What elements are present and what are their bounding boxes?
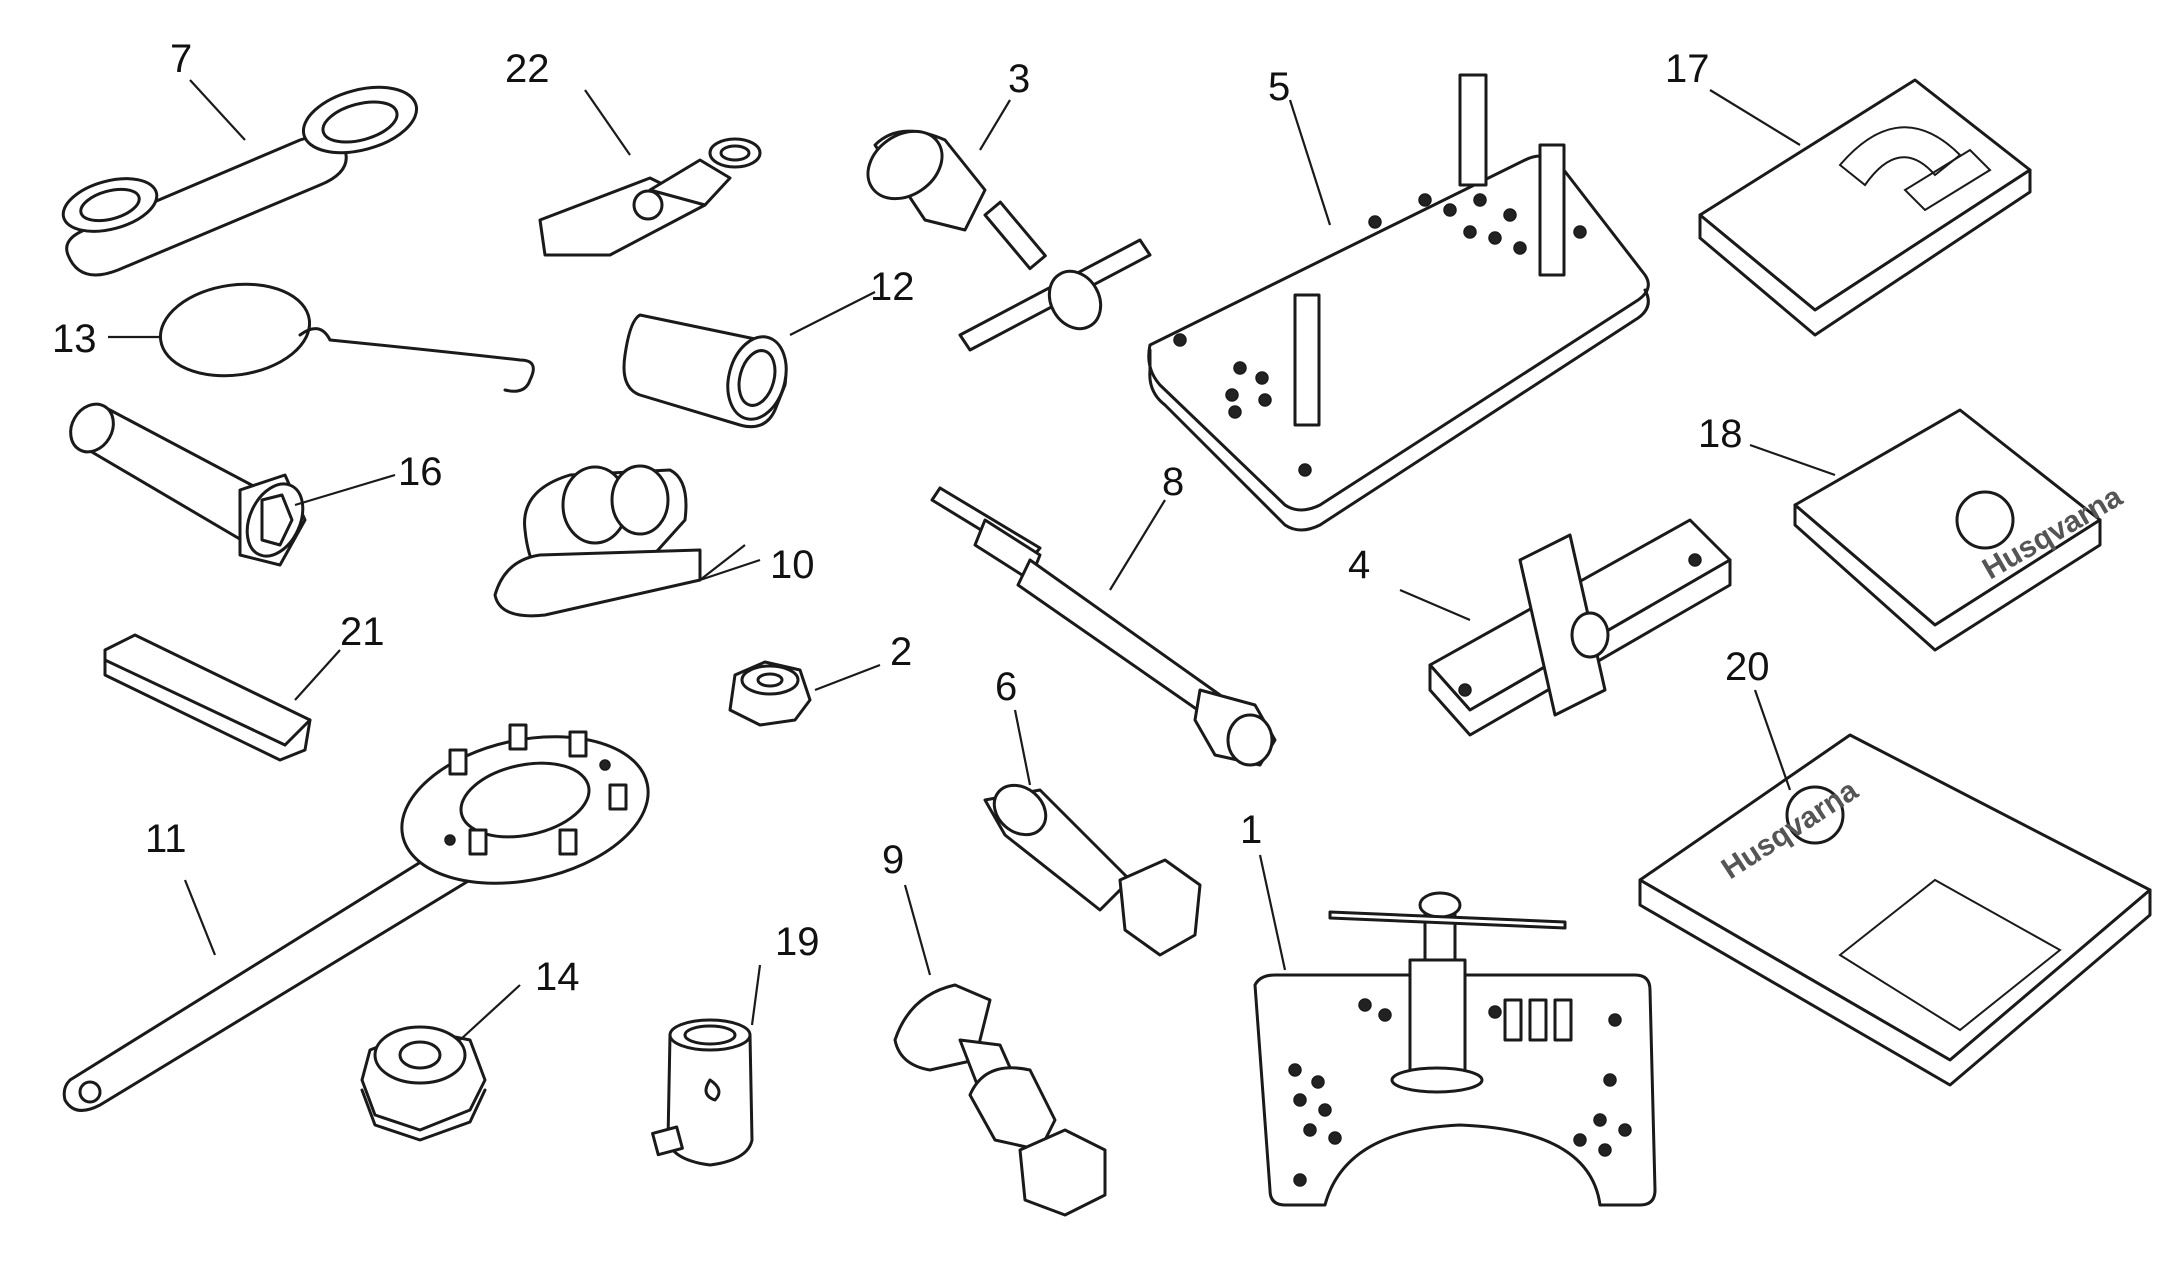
label-14: 14 [535, 955, 580, 999]
part-3-t-handle-puller [866, 99, 1152, 352]
part-6-bolt-tool [983, 709, 1202, 957]
part-13-wire-hook [108, 282, 535, 393]
part-12-sleeve [622, 291, 876, 429]
label-6: 6 [995, 665, 1017, 709]
label-19: 19 [775, 920, 820, 964]
label-18: 18 [1698, 412, 1743, 456]
part-11-ring-teeth [448, 723, 628, 856]
part-10-half-shells [493, 464, 761, 618]
part-7-ring-spanner [61, 79, 419, 277]
label-12: 12 [870, 265, 915, 309]
label-8: 8 [1162, 460, 1184, 504]
part-11-long-spanner [62, 723, 650, 1112]
label-10: 10 [770, 543, 815, 587]
part-14-flange-nut [360, 984, 521, 1142]
part-4-flat-tool [1399, 518, 1732, 737]
part-1-base-puller [1253, 854, 1657, 1207]
label-9: 9 [882, 838, 904, 882]
label-2: 2 [890, 630, 912, 674]
part-1-holes [1288, 998, 1632, 1187]
label-5: 5 [1268, 65, 1290, 109]
part-20-notebook: Husqvarna [1638, 689, 2152, 1087]
label-22: 22 [505, 47, 550, 91]
part-19-pin-sleeve [651, 964, 762, 1167]
part-17-manual [1698, 78, 2032, 337]
label-17: 17 [1665, 47, 1710, 91]
label-1: 1 [1240, 808, 1262, 852]
part-2-nut [728, 660, 881, 727]
part-5-pin-plate [1147, 73, 1650, 532]
part-16-socket-wrench [69, 402, 396, 567]
part-18-booklet: Husqvarna [1749, 408, 2128, 652]
label-16: 16 [398, 450, 443, 494]
label-11: 11 [145, 817, 187, 861]
part-5-holes [1173, 193, 1587, 477]
part-21-hex-bar [103, 633, 341, 762]
label-3: 3 [1008, 57, 1030, 101]
label-20: 20 [1725, 645, 1770, 689]
label-13: 13 [52, 317, 97, 361]
callout-labels: 7 22 3 5 17 13 12 16 8 18 10 4 21 2 20 6… [52, 37, 1770, 999]
part-9-hex-puller [893, 884, 1107, 1217]
part-22-strap-tool [538, 89, 762, 257]
part-1-bolts [1503, 998, 1573, 1042]
label-7: 7 [170, 37, 192, 81]
part-8-threaded-tool [930, 486, 1277, 767]
label-21: 21 [340, 610, 385, 654]
label-4: 4 [1348, 543, 1370, 587]
